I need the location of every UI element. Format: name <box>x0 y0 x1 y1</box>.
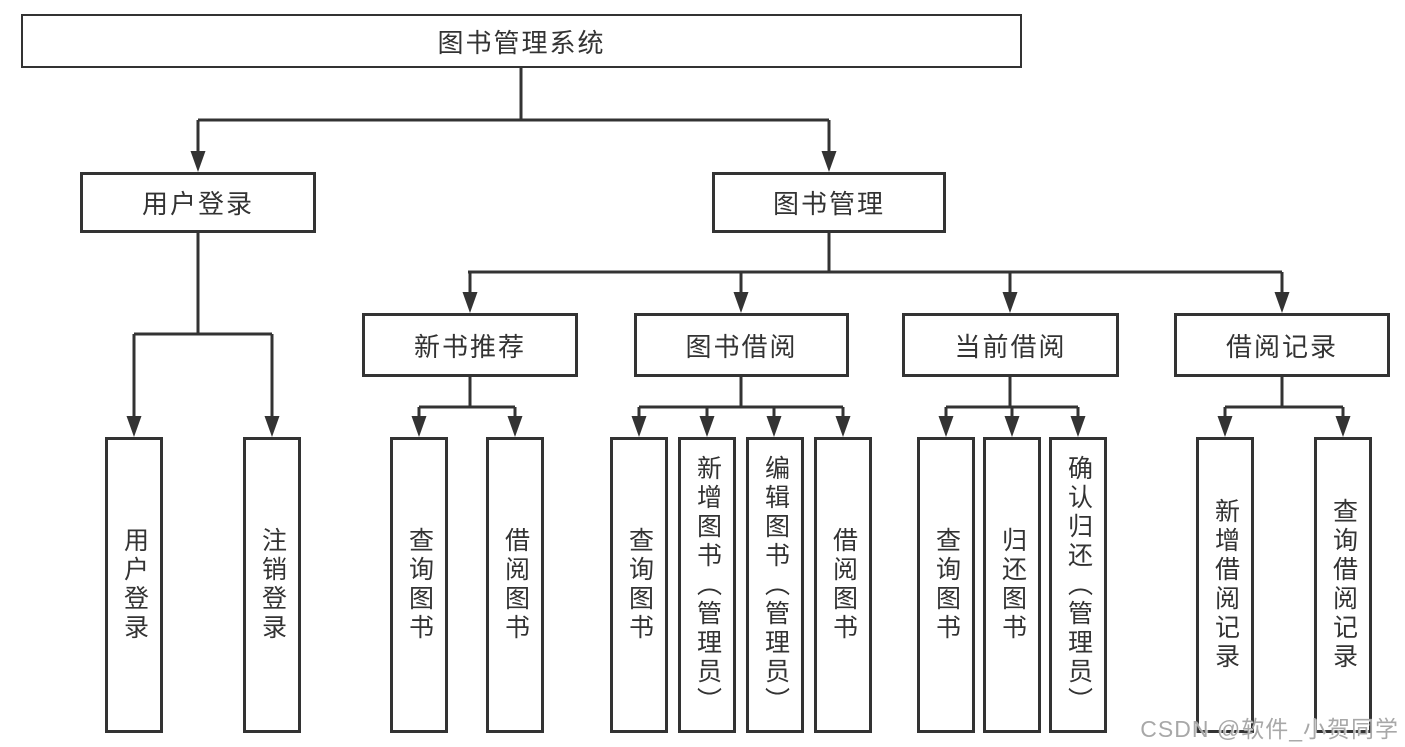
leaf-current-return-books: 归还图书 <box>983 437 1041 733</box>
node-label: 查询借阅记录 <box>1329 498 1358 672</box>
leaf-current-query-books: 查询图书 <box>917 437 975 733</box>
csdn-watermark: CSDN @软件_小贺同学 <box>1140 716 1399 742</box>
leaf-user-login: 用户登录 <box>105 437 163 733</box>
node-label: 查询图书 <box>932 527 961 643</box>
node-label: 当前借阅 <box>954 331 1067 362</box>
node-label: 借阅图书 <box>829 527 858 643</box>
leaf-records-add-record: 新增借阅记录 <box>1196 437 1254 733</box>
node-label: 图书管理 <box>772 189 885 219</box>
node-label: 借阅记录 <box>1225 331 1338 362</box>
node-label: 确认归还（管理员） <box>1064 454 1093 716</box>
leaf-records-query-record: 查询借阅记录 <box>1314 437 1372 733</box>
node-library-management-system: 图书管理系统 <box>21 14 1022 68</box>
node-book-management: 图书管理 <box>712 172 946 233</box>
node-label: 新增图书（管理员） <box>693 454 722 716</box>
leaf-logout: 注销登录 <box>243 437 301 733</box>
node-label: 新增借阅记录 <box>1211 498 1240 672</box>
leaf-borrow-borrow-books: 借阅图书 <box>814 437 872 733</box>
leaf-borrow-add-books-admin: 新增图书（管理员） <box>678 437 736 733</box>
node-user-login: 用户登录 <box>80 172 316 233</box>
node-label: 查询图书 <box>405 527 434 643</box>
leaf-current-confirm-return-admin: 确认归还（管理员） <box>1049 437 1107 733</box>
node-label: 图书管理系统 <box>437 27 606 58</box>
node-label: 新书推荐 <box>413 331 526 362</box>
node-current-borrowing: 当前借阅 <box>902 313 1119 377</box>
node-label: 图书借阅 <box>685 331 798 362</box>
node-label: 借阅图书 <box>501 527 530 643</box>
leaf-borrow-query-books: 查询图书 <box>610 437 668 733</box>
node-label: 编辑图书（管理员） <box>761 454 790 716</box>
node-borrowing-records: 借阅记录 <box>1174 313 1390 377</box>
node-label: 查询图书 <box>625 527 654 643</box>
node-book-borrowing: 图书借阅 <box>634 313 849 377</box>
node-label: 注销登录 <box>258 527 287 643</box>
leaf-borrow-edit-books-admin: 编辑图书（管理员） <box>746 437 804 733</box>
leaf-newbook-borrow-books: 借阅图书 <box>486 437 544 733</box>
node-label: 归还图书 <box>998 527 1027 643</box>
leaf-newbook-query-books: 查询图书 <box>390 437 448 733</box>
node-label: 用户登录 <box>141 189 254 219</box>
node-new-book-recommendation: 新书推荐 <box>362 313 578 377</box>
node-label: 用户登录 <box>120 527 149 643</box>
